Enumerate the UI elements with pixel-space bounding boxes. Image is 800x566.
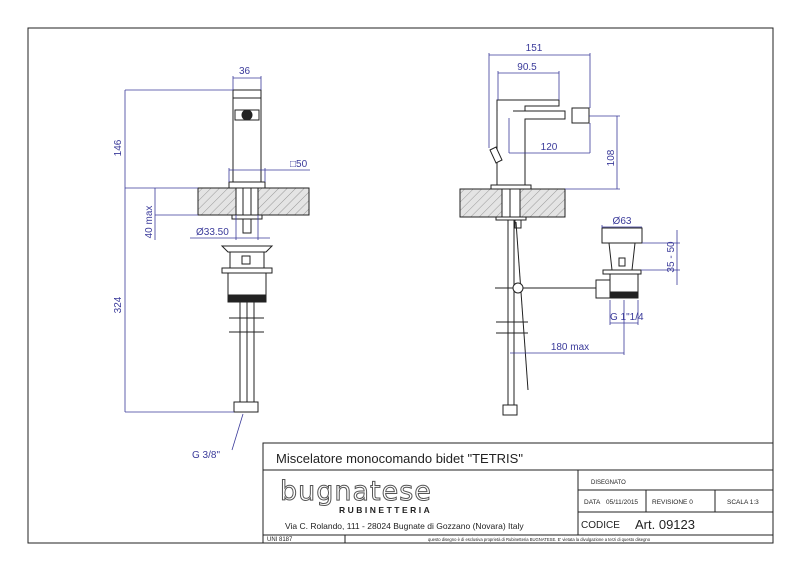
data-label: DATA bbox=[584, 499, 601, 506]
dim-120: 120 bbox=[541, 142, 558, 153]
dim-36: 36 bbox=[239, 66, 251, 77]
company-logo: bugnatese bbox=[280, 476, 432, 507]
revisione: REVISIONE 0 bbox=[652, 499, 693, 506]
company-address: Via C. Rolando, 111 - 28024 Bugnate di G… bbox=[285, 521, 524, 531]
standard-label: UNI 8187 bbox=[267, 537, 293, 543]
dim-g-1-1-4: G 1"1/4 bbox=[610, 312, 644, 323]
dim-146: 146 bbox=[113, 139, 124, 156]
side-view bbox=[459, 99, 643, 416]
scala: SCALA 1:3 bbox=[727, 499, 759, 506]
dim-151: 151 bbox=[526, 43, 543, 54]
title-block bbox=[262, 442, 774, 544]
dim-324: 324 bbox=[113, 296, 124, 313]
front-view bbox=[197, 89, 310, 413]
dim-180-max: 180 max bbox=[551, 342, 589, 353]
dim-90-5: 90.5 bbox=[517, 62, 537, 73]
codice-value: Art. 09123 bbox=[635, 517, 695, 532]
dim-40-max: 40 max bbox=[144, 206, 155, 239]
data-value: 05/11/2015 bbox=[606, 499, 638, 506]
drawing-title: Miscelatore monocomando bidet "TETRIS" bbox=[276, 451, 523, 466]
company-subtitle: RUBINETTERIA bbox=[339, 505, 432, 515]
side-dimensions bbox=[488, 53, 680, 355]
disegnato-label: DISEGNATO bbox=[591, 480, 626, 486]
codice-label: CODICE bbox=[581, 520, 620, 531]
disclaimer: questo disegno è di esclusiva proprietà … bbox=[428, 537, 651, 542]
dim-drain-dia: Ø63 bbox=[613, 216, 632, 227]
dim-hole-dia: Ø33.50 bbox=[196, 227, 229, 238]
dim-g38: G 3/8" bbox=[192, 450, 220, 461]
dim-square-50: □50 bbox=[290, 159, 308, 170]
dim-108: 108 bbox=[606, 149, 617, 166]
front-dimensions bbox=[124, 76, 310, 451]
dim-35-50: 35 - 50 bbox=[666, 241, 677, 273]
